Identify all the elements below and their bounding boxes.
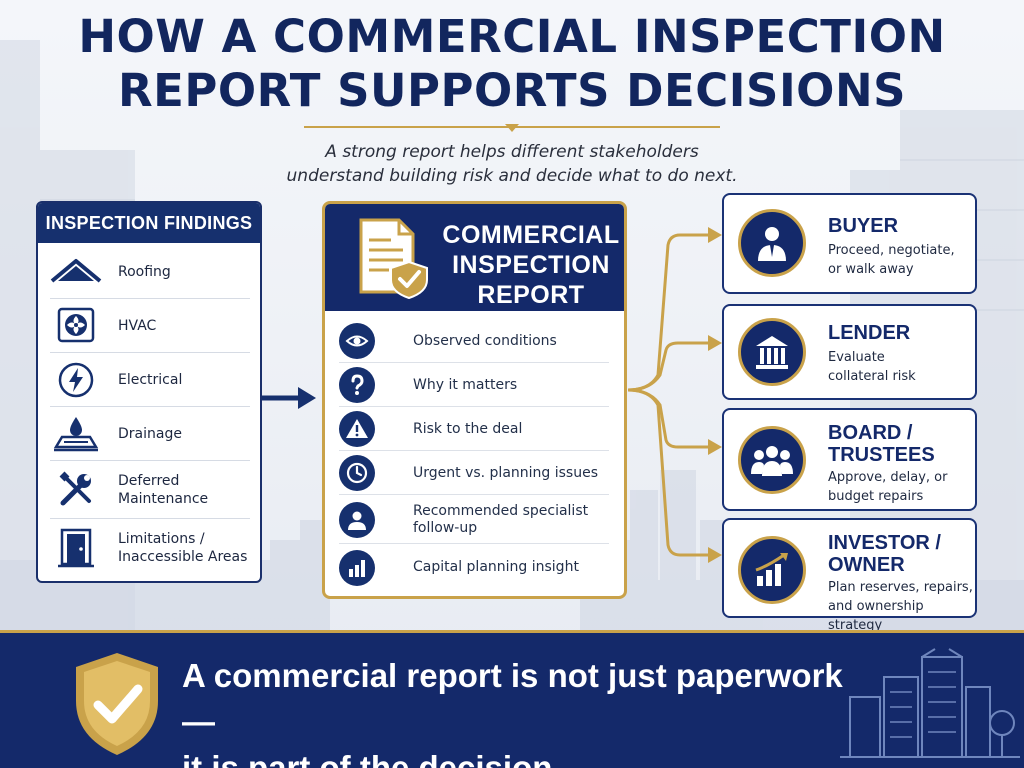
divider-marker	[505, 124, 519, 132]
finding-label: Drainage	[118, 425, 182, 442]
stakeholder-title: LENDER	[828, 322, 911, 344]
hvac-fan-icon	[50, 306, 102, 346]
warning-icon	[339, 411, 375, 447]
report-item-label: Recommended specialist follow-up	[413, 502, 589, 536]
finding-label: Deferred Maintenance	[118, 472, 209, 507]
title-line-1: HOW A COMMERCIAL INSPECTION	[78, 10, 946, 63]
stakeholder-card-investor-owner: INVESTOR / OWNER Plan reserves, repairs,…	[722, 518, 977, 633]
person-icon	[339, 501, 375, 538]
page-title: HOW A COMMERCIAL INSPECTION REPORT SUPPO…	[0, 10, 1024, 118]
bank-icon	[738, 318, 806, 386]
stakeholder-description: Evaluate collateral risk	[828, 350, 916, 384]
water-drop-icon	[50, 414, 102, 454]
footer-line-1: A commercial report is not just paperwor…	[182, 657, 843, 740]
subtitle-line-1: A strong report helps different stakehol…	[325, 142, 699, 162]
inspection-findings-panel: INSPECTION FINDINGS Roofing HVAC Electri…	[36, 201, 262, 583]
roof-icon	[50, 252, 102, 292]
finding-roofing: Roofing	[50, 245, 250, 299]
bar-chart-icon	[339, 549, 375, 586]
finding-hvac: HVAC	[50, 299, 250, 353]
report-item-label: Capital planning insight	[413, 559, 579, 575]
stakeholder-title: INVESTOR / OWNER	[828, 532, 941, 576]
finding-label: Roofing	[118, 263, 171, 280]
findings-heading: INSPECTION FINDINGS	[38, 203, 260, 243]
shield-check-icon	[76, 653, 158, 755]
finding-label: Limitations / Inaccessible Areas	[118, 531, 248, 565]
businessman-icon	[738, 209, 806, 277]
finding-label: HVAC	[118, 317, 157, 334]
report-title-line-1: COMMERCIAL	[442, 221, 620, 249]
report-item-risk: Risk to the deal	[339, 408, 609, 451]
title-line-2: REPORT SUPPORTS DECISIONS	[117, 64, 907, 117]
group-icon	[738, 426, 806, 494]
wrench-screwdriver-icon	[50, 470, 102, 510]
stakeholder-description: Plan reserves, repairs, and ownership st…	[828, 580, 973, 633]
stakeholder-card-board-trustees: BOARD / TRUSTEES Approve, delay, or budg…	[722, 408, 977, 511]
report-item-urgent-vs-planning: Urgent vs. planning issues	[339, 452, 609, 495]
report-header: COMMERCIAL INSPECTION REPORT	[325, 204, 624, 311]
commercial-inspection-report-card: COMMERCIAL INSPECTION REPORT Observed co…	[322, 201, 627, 599]
finding-deferred-maintenance: Deferred Maintenance	[50, 461, 250, 519]
report-title-line-3: REPORT	[477, 281, 585, 309]
report-item-capital-planning: Capital planning insight	[339, 546, 609, 589]
finding-electrical: Electrical	[50, 353, 250, 407]
report-item-label: Why it matters	[413, 376, 518, 393]
finding-drainage: Drainage	[50, 407, 250, 461]
report-title-line-2: INSPECTION	[452, 251, 610, 279]
growth-chart-icon	[738, 536, 806, 604]
footer-message: A commercial report is not just paperwor…	[182, 653, 862, 768]
stakeholder-title: BOARD / TRUSTEES	[828, 422, 935, 466]
document-shield-icon	[359, 218, 428, 300]
door-icon	[50, 528, 102, 568]
footer-line-2: it is part of the decision.	[182, 749, 562, 768]
report-item-label: Risk to the deal	[413, 420, 523, 437]
report-item-observed-conditions: Observed conditions	[339, 320, 609, 363]
report-to-stakeholders-connectors	[627, 227, 722, 563]
stakeholder-card-lender: LENDER Evaluate collateral risk	[722, 304, 977, 400]
report-item-label: Observed conditions	[413, 332, 557, 349]
report-item-why-it-matters: Why it matters	[339, 364, 609, 407]
finding-limitations: Limitations / Inaccessible Areas	[50, 519, 250, 577]
report-title: COMMERCIAL INSPECTION REPORT	[441, 220, 621, 310]
footer-banner: A commercial report is not just paperwor…	[0, 630, 1024, 768]
stakeholder-description: Approve, delay, or budget repairs	[828, 470, 948, 504]
stakeholder-description: Proceed, negotiate, or walk away	[828, 243, 955, 277]
subtitle-line-2: understand building risk and decide what…	[286, 166, 738, 186]
lightning-bolt-icon	[50, 360, 102, 400]
clock-icon	[339, 455, 375, 491]
stakeholder-title: BUYER	[828, 215, 899, 237]
findings-to-report-arrow	[262, 387, 316, 409]
question-icon	[339, 367, 375, 403]
subtitle: A strong report helps different stakehol…	[0, 140, 1024, 188]
eye-icon	[339, 323, 375, 359]
report-item-specialist-follow-up: Recommended specialist follow-up	[339, 496, 609, 544]
stakeholder-card-buyer: BUYER Proceed, negotiate, or walk away	[722, 193, 977, 294]
finding-label: Electrical	[118, 371, 183, 388]
report-item-label: Urgent vs. planning issues	[413, 464, 599, 481]
city-buildings-icon	[840, 648, 1020, 758]
